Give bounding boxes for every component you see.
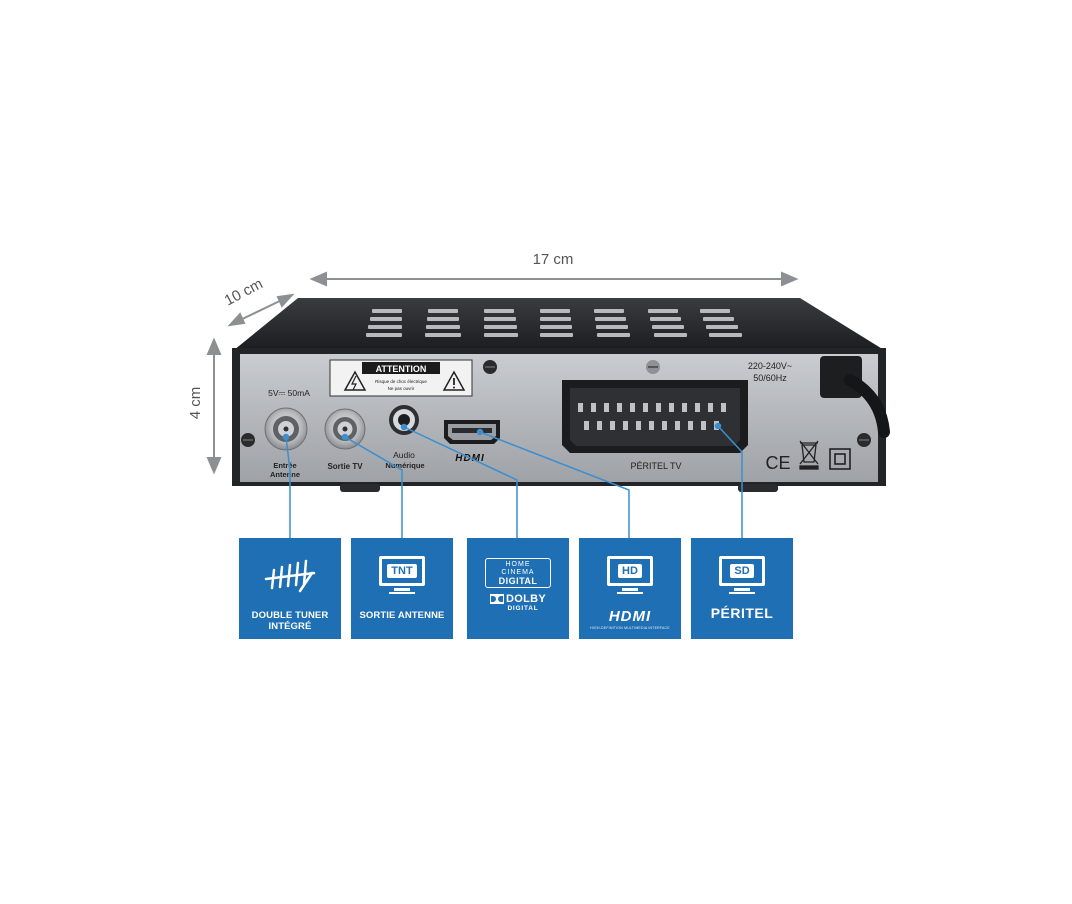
receiver-body: ATTENTION Risque de choc électrique Ne p… xyxy=(232,298,890,492)
tile-caption: PÉRITEL xyxy=(710,605,774,621)
tile-caption: SORTIE ANTENNE xyxy=(359,610,445,621)
dolby-icon: HOME CINEMA DIGITAL DOLBY DIGITAL xyxy=(485,558,551,612)
dimension-height-arrow xyxy=(206,337,222,475)
tv-out-connector xyxy=(324,408,366,450)
antenna-in-connector xyxy=(264,407,308,451)
digital-audio-connector xyxy=(389,405,419,435)
warning-title: ATTENTION xyxy=(376,364,427,374)
warning-line-2: Ne pas ouvrir xyxy=(388,386,415,391)
tnt-badge: TNT xyxy=(387,564,417,578)
tv-icon: TNT xyxy=(379,552,425,598)
dimension-height-label: 4 cm xyxy=(187,387,204,420)
feature-tile-dolby: HOME CINEMA DIGITAL DOLBY DIGITAL xyxy=(467,538,569,639)
home-cinema-badge: HOME CINEMA DIGITAL xyxy=(485,558,551,588)
tv-icon: SD xyxy=(719,552,765,598)
tv-out-label: Sortie TV xyxy=(327,462,363,471)
hdmi-connector xyxy=(444,420,500,444)
feature-tile-tnt: TNT SORTIE ANTENNE xyxy=(351,538,453,639)
feature-tile-peritel: SD PÉRITEL xyxy=(691,538,793,639)
audio-label-1: Audio xyxy=(393,450,415,460)
tile-caption: DOUBLE TUNER INTÉGRÉ xyxy=(251,610,329,632)
power-spec-label: 5V⎓ 50mA xyxy=(268,388,310,398)
ce-mark: CE xyxy=(765,453,790,473)
sd-badge: SD xyxy=(730,564,754,578)
tv-icon: HD xyxy=(607,552,653,598)
power-cable xyxy=(820,356,890,438)
dimension-width-label: 17 cm xyxy=(533,251,574,268)
warning-line-1: Risque de choc électrique xyxy=(375,379,427,384)
antenna-in-label-1: Entrée xyxy=(273,461,296,470)
vent-slots xyxy=(366,309,742,337)
mains-spec-line-2: 50/60Hz xyxy=(753,373,787,383)
audio-label-2: Numérique xyxy=(385,461,424,470)
scart-pins xyxy=(578,403,726,430)
double-insulation-icon xyxy=(829,448,851,470)
scart-connector xyxy=(562,380,748,453)
feature-tile-hdmi: HD HDMI HIGH-DEFINITION MULTIMEDIA INTER… xyxy=(579,538,681,639)
panel-screws xyxy=(241,360,871,447)
dolby-logo: DOLBY xyxy=(490,593,546,605)
warning-label xyxy=(329,359,473,397)
scart-port-label: PÉRITEL TV xyxy=(630,461,681,471)
dimension-depth-label: 10 cm xyxy=(222,275,266,309)
hd-badge: HD xyxy=(618,564,642,578)
hdmi-logo: HDMI xyxy=(608,608,652,625)
dimension-depth-arrow xyxy=(227,293,295,327)
dimension-width-arrow xyxy=(309,271,799,287)
hdmi-fine-print: HIGH-DEFINITION MULTIMEDIA INTERFACE xyxy=(590,626,670,630)
mains-spec-line-1: 220-240V~ xyxy=(748,361,792,371)
antenna-in-label-2: Antenne xyxy=(270,470,300,479)
dolby-sub-label: DIGITAL xyxy=(507,605,539,612)
weee-bin-icon xyxy=(799,440,819,470)
feature-tile-double-tuner: DOUBLE TUNER INTÉGRÉ xyxy=(239,538,341,639)
connector-leader-lines xyxy=(282,422,743,538)
antenna-icon xyxy=(260,552,320,598)
